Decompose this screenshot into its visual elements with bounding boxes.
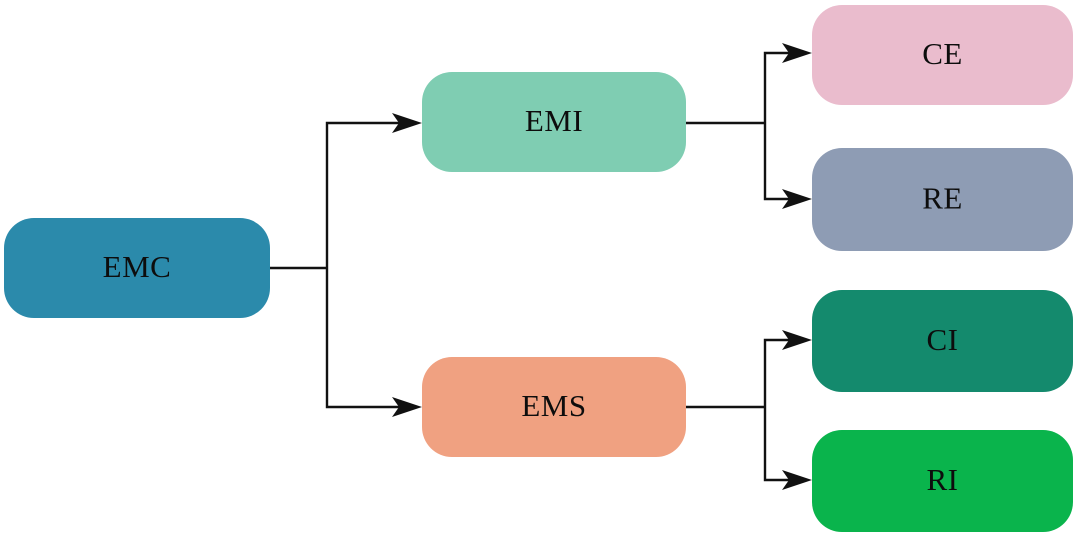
- arrow-head-ce: [782, 43, 812, 63]
- edge-emc-emi-ems: [268, 113, 422, 417]
- edge-ems-ci-ri: [684, 330, 812, 490]
- arrow-head-re: [782, 189, 812, 209]
- node-ce-box[interactable]: [812, 5, 1073, 105]
- node-emc[interactable]: EMC: [4, 218, 270, 318]
- node-emc-box[interactable]: [4, 218, 270, 318]
- node-re-label: RE: [922, 181, 963, 216]
- node-ri-label: RI: [927, 462, 959, 497]
- connector-emi-trunk: [684, 51, 794, 201]
- node-ems-label: EMS: [521, 388, 586, 423]
- node-ci[interactable]: CI: [812, 290, 1073, 392]
- node-ce-label: CE: [922, 36, 963, 71]
- node-emc-label: EMC: [103, 249, 172, 284]
- node-ce[interactable]: CE: [812, 5, 1073, 105]
- node-re[interactable]: RE: [812, 148, 1073, 251]
- node-ri[interactable]: RI: [812, 430, 1073, 532]
- connector-emc-trunk: [268, 121, 404, 409]
- node-ri-box[interactable]: [812, 430, 1073, 532]
- node-ci-box[interactable]: [812, 290, 1073, 392]
- node-ems-box[interactable]: [422, 357, 686, 457]
- arrow-head-ri: [782, 470, 812, 490]
- arrow-head-ci: [782, 330, 812, 350]
- node-emi-label: EMI: [525, 103, 583, 138]
- connector-ems-trunk: [684, 338, 794, 482]
- node-emi-box[interactable]: [422, 72, 686, 172]
- node-re-box[interactable]: [812, 148, 1073, 251]
- node-emi[interactable]: EMI: [422, 72, 686, 172]
- arrow-head-emi: [392, 113, 422, 133]
- arrow-head-ems: [392, 397, 422, 417]
- edge-emi-ce-re: [684, 43, 812, 209]
- node-ems[interactable]: EMS: [422, 357, 686, 457]
- node-ci-label: CI: [927, 322, 959, 357]
